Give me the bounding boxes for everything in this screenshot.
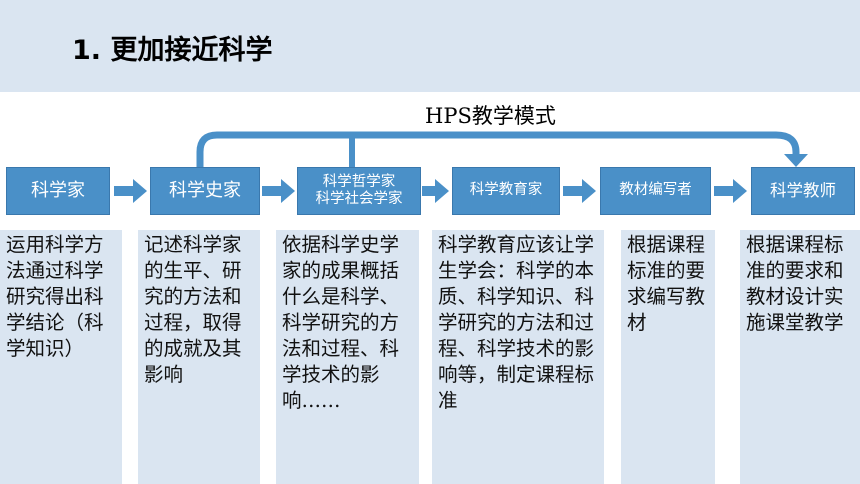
connector-arrow-1 [114, 179, 147, 203]
hps-loop-arrowhead [784, 154, 808, 167]
stage-box-science-educator: 科学教育家 [452, 167, 560, 215]
description-science-teacher: 根据课程标准的要求和教材设计实施课堂教学 [740, 230, 860, 484]
connector-arrow-4 [563, 179, 596, 203]
title-band: 1. 更加接近科学 [0, 0, 860, 92]
hps-loop-arrow [196, 131, 800, 167]
stage-label: 科学史家 [169, 180, 241, 202]
connector-arrow-5 [714, 179, 747, 203]
hps-loop-label: HPS教学模式 [425, 104, 556, 128]
stage-label: 科学哲学家 科学社会学家 [315, 173, 403, 207]
stage-label: 科学家 [31, 180, 85, 202]
slide-title: 1. 更加接近科学 [72, 35, 273, 66]
stage-label: 教材编写者 [619, 182, 692, 199]
stage-box-historian: 科学史家 [150, 167, 260, 215]
stage-box-philosopher-sociologist: 科学哲学家 科学社会学家 [297, 167, 421, 215]
description-textbook-writer: 根据课程标准的要求编写教材 [621, 230, 715, 484]
stage-label: 科学教育家 [469, 182, 543, 199]
connector-arrow-3 [422, 179, 449, 203]
description-historian: 记述科学家的生平、研究的方法和过程，取得的成就及其影响 [138, 230, 260, 484]
connector-arrow-2 [262, 179, 295, 203]
stage-box-scientist: 科学家 [6, 167, 110, 215]
description-scientist: 运用科学方法通过科学研究得出科学结论（科学知识） [0, 230, 122, 484]
stage-box-textbook-writer: 教材编写者 [600, 167, 711, 215]
stage-label: 科学教师 [770, 181, 836, 201]
description-philosopher-sociologist: 依据科学史学家的成果概括什么是科学、科学研究的方法和过程、科学技术的影响…… [276, 230, 419, 484]
description-science-educator: 科学教育应该让学生学会：科学的本质、科学知识、科学研究的方法和过程、科学技术的影… [432, 230, 604, 484]
stage-box-science-teacher: 科学教师 [751, 167, 855, 215]
